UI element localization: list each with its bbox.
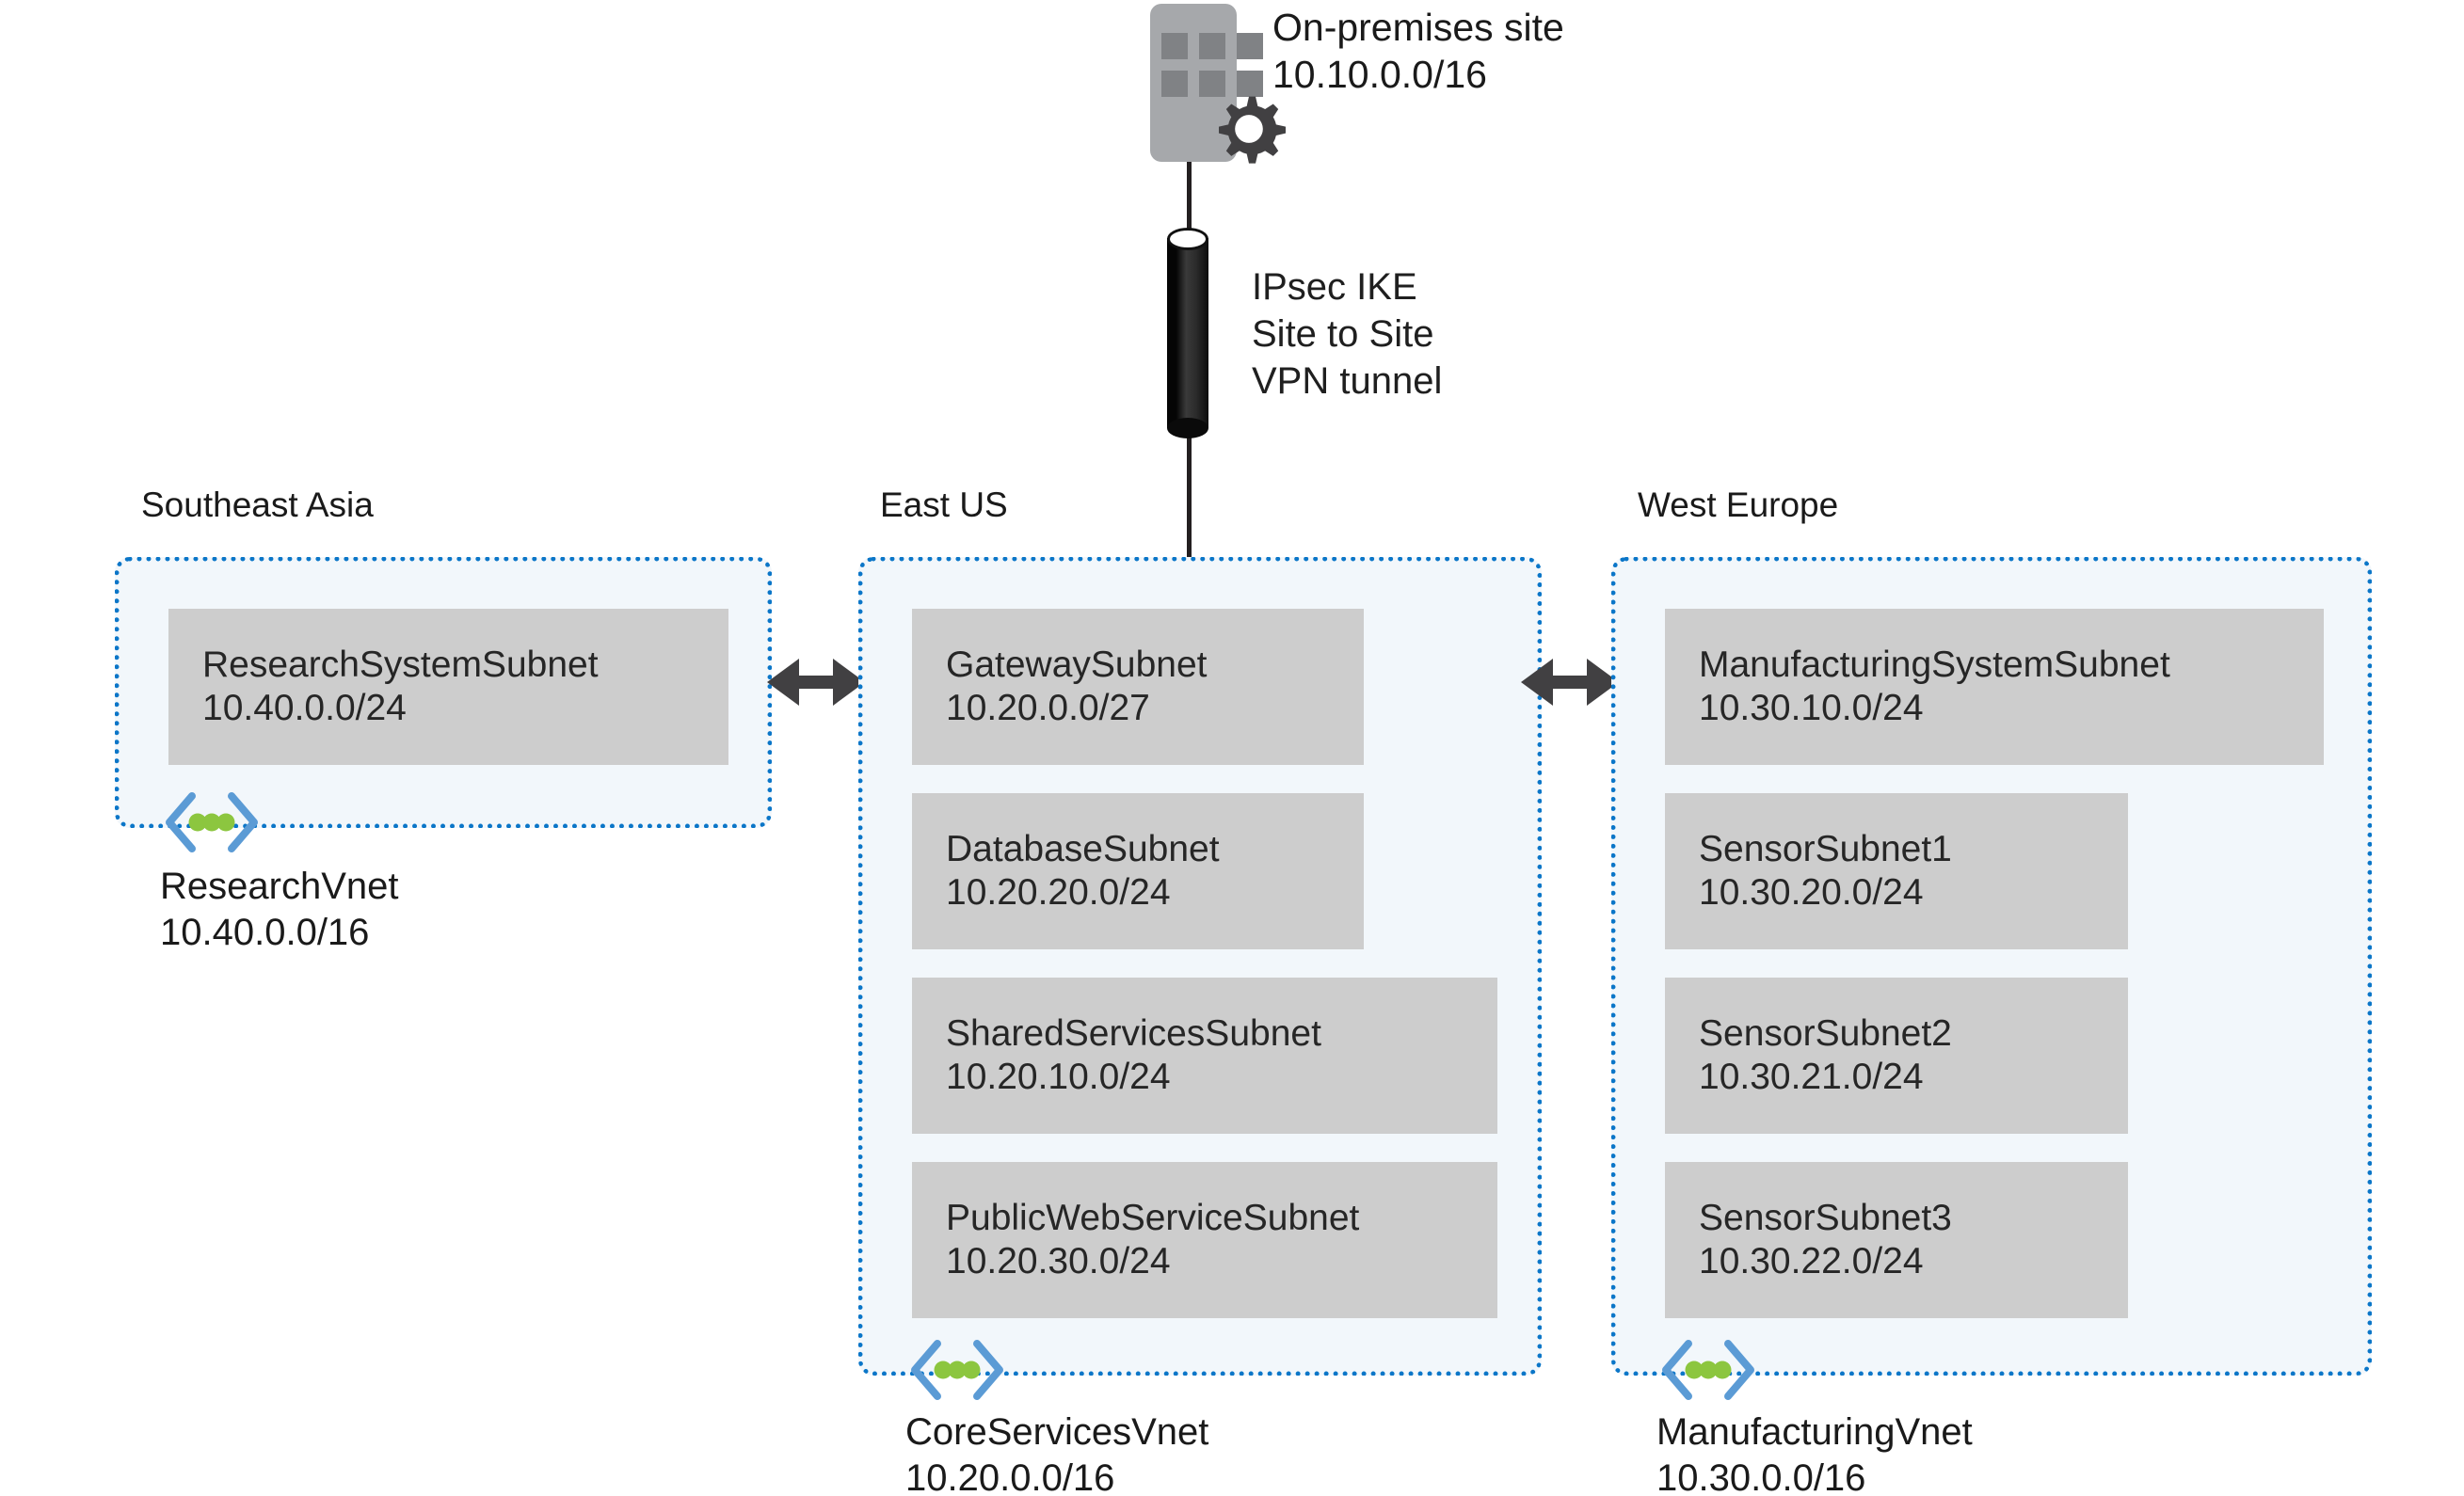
- subnet-name: SensorSubnet2: [1699, 1012, 1952, 1054]
- vnet-box-manufacturing[interactable]: ManufacturingSystemSubnet 10.30.10.0/24 …: [1611, 557, 2372, 1376]
- vnet-cidr: 10.30.0.0/16: [1656, 1456, 1866, 1496]
- subnet-name: PublicWebServiceSubnet: [946, 1197, 1360, 1238]
- subnet-name: SharedServicesSubnet: [946, 1012, 1321, 1054]
- subnet-cidr: 10.20.30.0/24: [946, 1241, 1171, 1281]
- subnet-cidr: 10.40.0.0/24: [202, 688, 407, 728]
- subnet-tile-manufacturing-system[interactable]: ManufacturingSystemSubnet 10.30.10.0/24: [1665, 609, 2324, 765]
- vpn-connector-line-bottom: [1187, 422, 1192, 563]
- on-premises-name: On-premises site: [1272, 6, 1564, 49]
- subnet-cidr: 10.30.10.0/24: [1699, 688, 1924, 728]
- peering-arrow-east-us-west-europe[interactable]: [1521, 651, 1619, 713]
- vpn-tunnel-line-1: IPsec IKE: [1252, 266, 1417, 308]
- vnet-box-core-services[interactable]: GatewaySubnet 10.20.0.0/27 DatabaseSubne…: [858, 557, 1542, 1376]
- vnet-name: ResearchVnet: [160, 866, 399, 907]
- region-label-west-europe: West Europe: [1638, 485, 1839, 524]
- region-label-southeast-asia: Southeast Asia: [141, 485, 374, 524]
- vnet-chevron-icon-core-services: [911, 1340, 1003, 1400]
- subnet-cidr: 10.30.21.0/24: [1699, 1057, 1924, 1097]
- subnet-name: DatabaseSubnet: [946, 828, 1220, 869]
- vnet-name: CoreServicesVnet: [905, 1411, 1209, 1453]
- vpn-connector-line-top: [1187, 162, 1192, 247]
- subnet-cidr: 10.20.20.0/24: [946, 872, 1171, 913]
- subnet-cidr: 10.30.20.0/24: [1699, 872, 1924, 913]
- on-premises-cidr: 10.10.0.0/16: [1272, 53, 1487, 97]
- vnet-chevron-icon-manufacturing: [1662, 1340, 1754, 1400]
- subnet-tile-database[interactable]: DatabaseSubnet 10.20.20.0/24: [912, 793, 1364, 949]
- vnet-caption-core-services: CoreServicesVnet 10.20.0.0/16: [905, 1409, 1208, 1496]
- subnet-tile-sensor-1[interactable]: SensorSubnet1 10.30.20.0/24: [1665, 793, 2128, 949]
- gear-icon: [1219, 96, 1286, 164]
- building-windows-icon: [1161, 33, 1263, 97]
- vpn-tunnel-line-2: Site to Site: [1252, 313, 1434, 355]
- on-premises-label: On-premises site 10.10.0.0/16: [1272, 4, 1564, 98]
- vnet-box-research[interactable]: ResearchSystemSubnet 10.40.0.0/24: [115, 557, 772, 828]
- vnet-cidr: 10.40.0.0/16: [160, 911, 370, 953]
- subnet-tile-shared-services[interactable]: SharedServicesSubnet 10.20.10.0/24: [912, 978, 1497, 1134]
- subnet-name: SensorSubnet1: [1699, 828, 1952, 869]
- vpn-tunnel-line-3: VPN tunnel: [1252, 360, 1443, 402]
- vpn-tunnel-label: IPsec IKE Site to Site VPN tunnel: [1252, 263, 1442, 405]
- subnet-cidr: 10.20.10.0/24: [946, 1057, 1171, 1097]
- subnet-tile-gateway[interactable]: GatewaySubnet 10.20.0.0/27: [912, 609, 1364, 765]
- subnet-name: ResearchSystemSubnet: [202, 644, 599, 685]
- peering-arrow-southeast-asia-east-us[interactable]: [767, 651, 865, 713]
- subnet-tile-public-web-service[interactable]: PublicWebServiceSubnet 10.20.30.0/24: [912, 1162, 1497, 1318]
- subnet-cidr: 10.30.22.0/24: [1699, 1241, 1924, 1281]
- on-premises-building-icon: [1150, 4, 1263, 162]
- subnet-tile-research-system[interactable]: ResearchSystemSubnet 10.40.0.0/24: [168, 609, 728, 765]
- vnet-cidr: 10.20.0.0/16: [905, 1456, 1115, 1496]
- vpn-tunnel-cylinder-icon: [1167, 228, 1208, 438]
- region-label-east-us: East US: [880, 485, 1008, 524]
- subnet-tile-sensor-3[interactable]: SensorSubnet3 10.30.22.0/24: [1665, 1162, 2128, 1318]
- subnet-cidr: 10.20.0.0/27: [946, 688, 1150, 728]
- subnet-tile-sensor-2[interactable]: SensorSubnet2 10.30.21.0/24: [1665, 978, 2128, 1134]
- subnet-name: GatewaySubnet: [946, 644, 1208, 685]
- vnet-name: ManufacturingVnet: [1656, 1411, 1973, 1453]
- subnet-name: ManufacturingSystemSubnet: [1699, 644, 2170, 685]
- subnet-name: SensorSubnet3: [1699, 1197, 1952, 1238]
- vnet-chevron-icon-research: [166, 792, 258, 852]
- vnet-caption-research: ResearchVnet 10.40.0.0/16: [160, 864, 398, 956]
- vnet-caption-manufacturing: ManufacturingVnet 10.30.0.0/16: [1656, 1409, 1973, 1496]
